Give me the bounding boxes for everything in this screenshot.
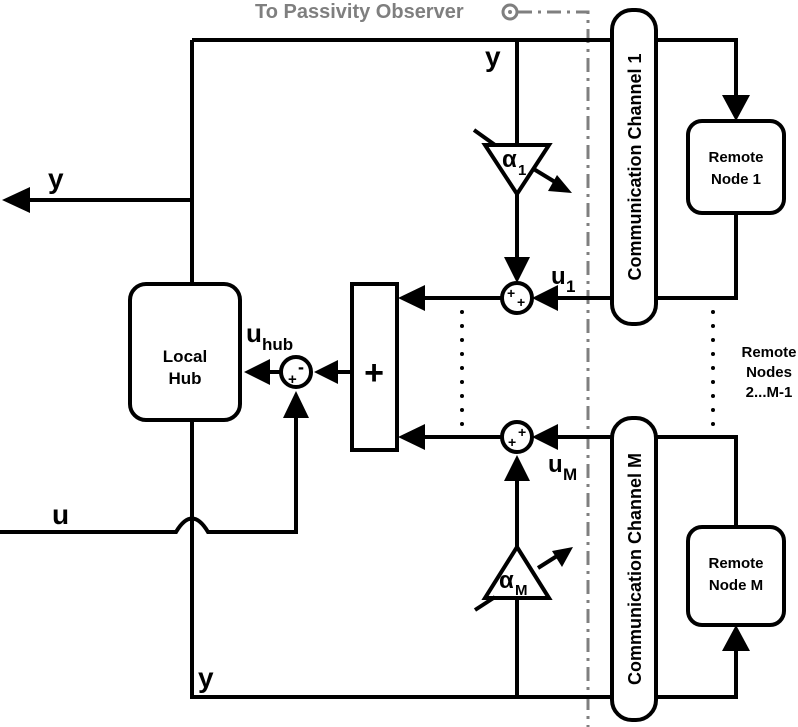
communication-channel-1 bbox=[610, 8, 658, 326]
gain-alpha1-triangle bbox=[481, 143, 553, 198]
summer-block bbox=[350, 282, 399, 452]
gain-alphaM-triangle bbox=[481, 543, 553, 600]
alpha1-adjust-tail bbox=[472, 128, 497, 147]
wire-to-remoteM bbox=[656, 650, 738, 699]
observer-label: To Passivity Observer bbox=[255, 1, 464, 23]
sum-junction-1 bbox=[500, 281, 534, 315]
alphaM-adjust-tail bbox=[473, 595, 497, 612]
sumM-sign-b: + bbox=[518, 424, 526, 440]
remoteM-line2: Node M bbox=[709, 577, 763, 594]
alphaM-adjust-arrow bbox=[552, 547, 573, 567]
remote-node-1-block bbox=[686, 119, 786, 215]
arrow-remoteM-in bbox=[722, 625, 750, 651]
u1-label-sub: 1 bbox=[566, 277, 575, 296]
alpha1-label-base: α bbox=[502, 146, 517, 173]
arrow-u-into-junction bbox=[283, 391, 309, 418]
u1-label-base: u bbox=[551, 263, 566, 290]
hub-junction-plus: + bbox=[288, 371, 297, 388]
remoteM-line1: Remote bbox=[708, 555, 763, 572]
observer-tap-dot bbox=[508, 10, 512, 14]
arrow-output-y bbox=[2, 187, 30, 213]
wire-remoteM-output bbox=[656, 435, 738, 527]
dots-right-column bbox=[711, 310, 715, 426]
dots-left-column bbox=[460, 310, 464, 426]
alphaM-label-sub: M bbox=[515, 582, 528, 599]
remote-mid-line2: Nodes bbox=[746, 364, 792, 381]
top-y-label: y bbox=[485, 41, 501, 72]
hub-junction-minus: - bbox=[298, 357, 304, 377]
arrow-into-sumM bbox=[504, 455, 530, 481]
input-u-label: u bbox=[52, 499, 69, 530]
uM-label-base: u bbox=[548, 451, 563, 478]
bottom-y-label: y bbox=[198, 662, 214, 693]
local-hub-line2: Hub bbox=[168, 369, 201, 388]
uhub-label-base: u bbox=[246, 318, 262, 348]
alpha1-adjust-line bbox=[530, 166, 557, 184]
wire-ch1-to-remote1 bbox=[656, 38, 738, 96]
wire-remote1-return bbox=[656, 213, 738, 300]
arrow-u1 bbox=[532, 285, 558, 311]
uM-label-sub: M bbox=[563, 465, 577, 484]
summer-plus: + bbox=[364, 354, 384, 392]
output-y-label: y bbox=[48, 163, 64, 194]
wire-input-u bbox=[0, 418, 298, 534]
hub-sum-junction bbox=[279, 355, 313, 389]
alphaM-label-base: α bbox=[499, 567, 514, 594]
observer-dashed-line bbox=[518, 10, 590, 727]
arrow-into-hub-junction bbox=[314, 360, 338, 384]
alpha1-adjust-arrow bbox=[548, 175, 572, 193]
remote-mid-line1: Remote bbox=[741, 344, 796, 361]
communication-channel-M bbox=[610, 416, 658, 722]
arrow-into-sum1 bbox=[504, 257, 530, 283]
channelM-label: Communication Channel M bbox=[625, 453, 645, 685]
sum-junction-M bbox=[500, 420, 534, 454]
channel1-label: Communication Channel 1 bbox=[625, 53, 645, 280]
remote1-line2: Node 1 bbox=[711, 171, 761, 188]
remote-mid-line3: 2...M-1 bbox=[746, 384, 793, 401]
remote1-line1: Remote bbox=[708, 149, 763, 166]
sumM-sign-a: + bbox=[508, 434, 516, 450]
arrow-remote1-in bbox=[722, 95, 750, 121]
arrow-uM bbox=[532, 424, 558, 450]
alphaM-adjust-line bbox=[536, 554, 559, 570]
alpha1-label-sub: 1 bbox=[518, 162, 526, 179]
arrow-into-summer-bottom bbox=[398, 424, 425, 450]
remote-node-M-block bbox=[686, 525, 786, 627]
observer-tap-icon bbox=[501, 3, 519, 21]
local-hub-block bbox=[128, 282, 242, 422]
arrow-into-summer-top bbox=[398, 285, 425, 311]
arrow-uhub bbox=[244, 359, 270, 385]
sum1-sign-a: + bbox=[507, 285, 515, 301]
uhub-label-sub: hub bbox=[262, 335, 293, 354]
local-hub-line1: Local bbox=[163, 347, 207, 366]
wire-bottom-bus bbox=[190, 420, 612, 699]
sum1-sign-b: + bbox=[517, 294, 525, 310]
